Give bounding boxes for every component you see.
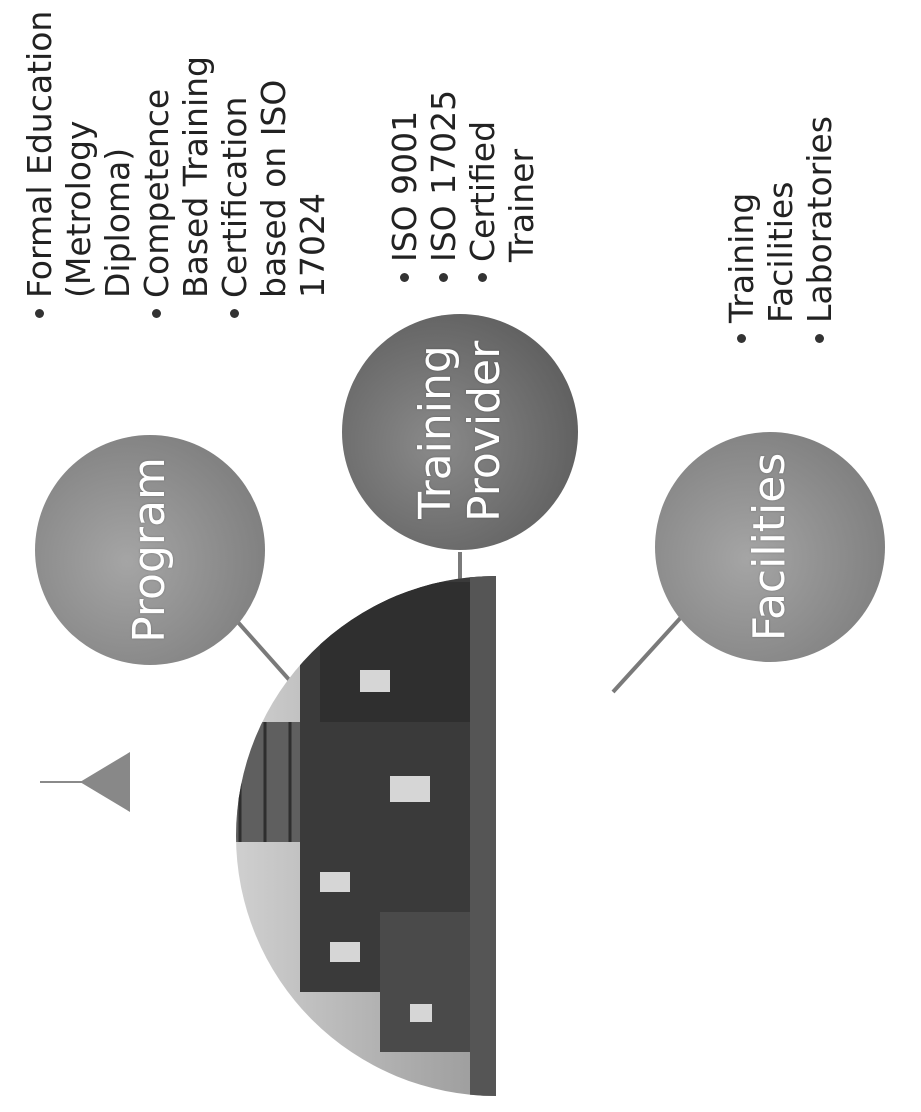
- bullet-item: Certification based on ISO 17024: [215, 2, 332, 322]
- building-photo-icon: [40, 576, 496, 1096]
- node-label-text: Facilities: [744, 452, 796, 642]
- bullets-program: Formal Education (Metrology Diploma) Com…: [20, 2, 332, 322]
- bullet-item: Training Facilities: [722, 47, 800, 347]
- bullet-item: Competence Based Training: [137, 2, 215, 322]
- circle-facilities: [655, 432, 885, 662]
- node-label-training-provider: Training Provider: [342, 314, 578, 550]
- bullets-training-provider: ISO 9001 ISO 17025 Certified Trainer: [385, 6, 541, 286]
- node-label-facilities: Facilities: [655, 432, 885, 662]
- circle-training-provider: [342, 314, 578, 550]
- bullet-item: Certified Trainer: [463, 6, 541, 286]
- bullet-item: ISO 9001: [385, 6, 424, 286]
- bullet-item: Laboratories: [800, 47, 839, 347]
- node-label-text: Training Provider: [409, 340, 510, 522]
- bullet-item: Formal Education (Metrology Diploma): [20, 2, 137, 322]
- circle-program: [35, 435, 265, 665]
- node-label-program: Program: [35, 435, 265, 665]
- bullets-facilities: Training Facilities Laboratories: [722, 47, 839, 347]
- bullet-item: ISO 17025: [424, 6, 463, 286]
- node-label-text: Program: [124, 457, 176, 643]
